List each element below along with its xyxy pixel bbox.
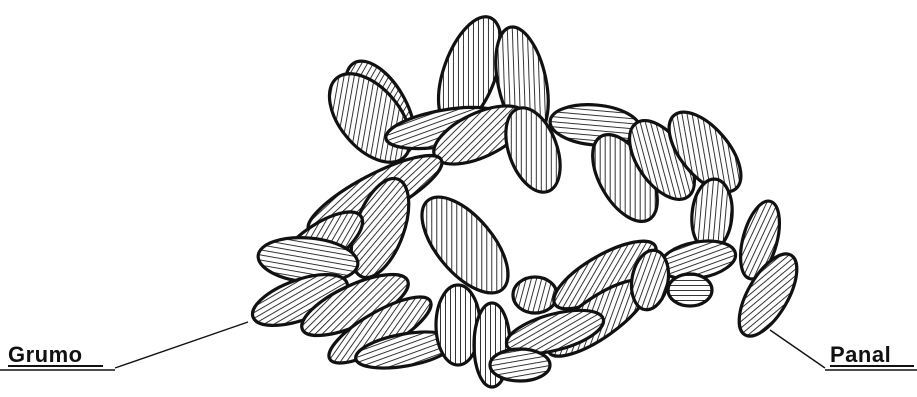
grumo-leader-line [115, 322, 248, 368]
particle [490, 349, 550, 381]
label-panal: Panal [830, 342, 891, 367]
label-grumo: Grumo [8, 342, 83, 367]
panal-leader-line [770, 330, 825, 368]
particle-cluster [246, 9, 808, 387]
particle [668, 274, 712, 306]
particle [513, 277, 557, 313]
